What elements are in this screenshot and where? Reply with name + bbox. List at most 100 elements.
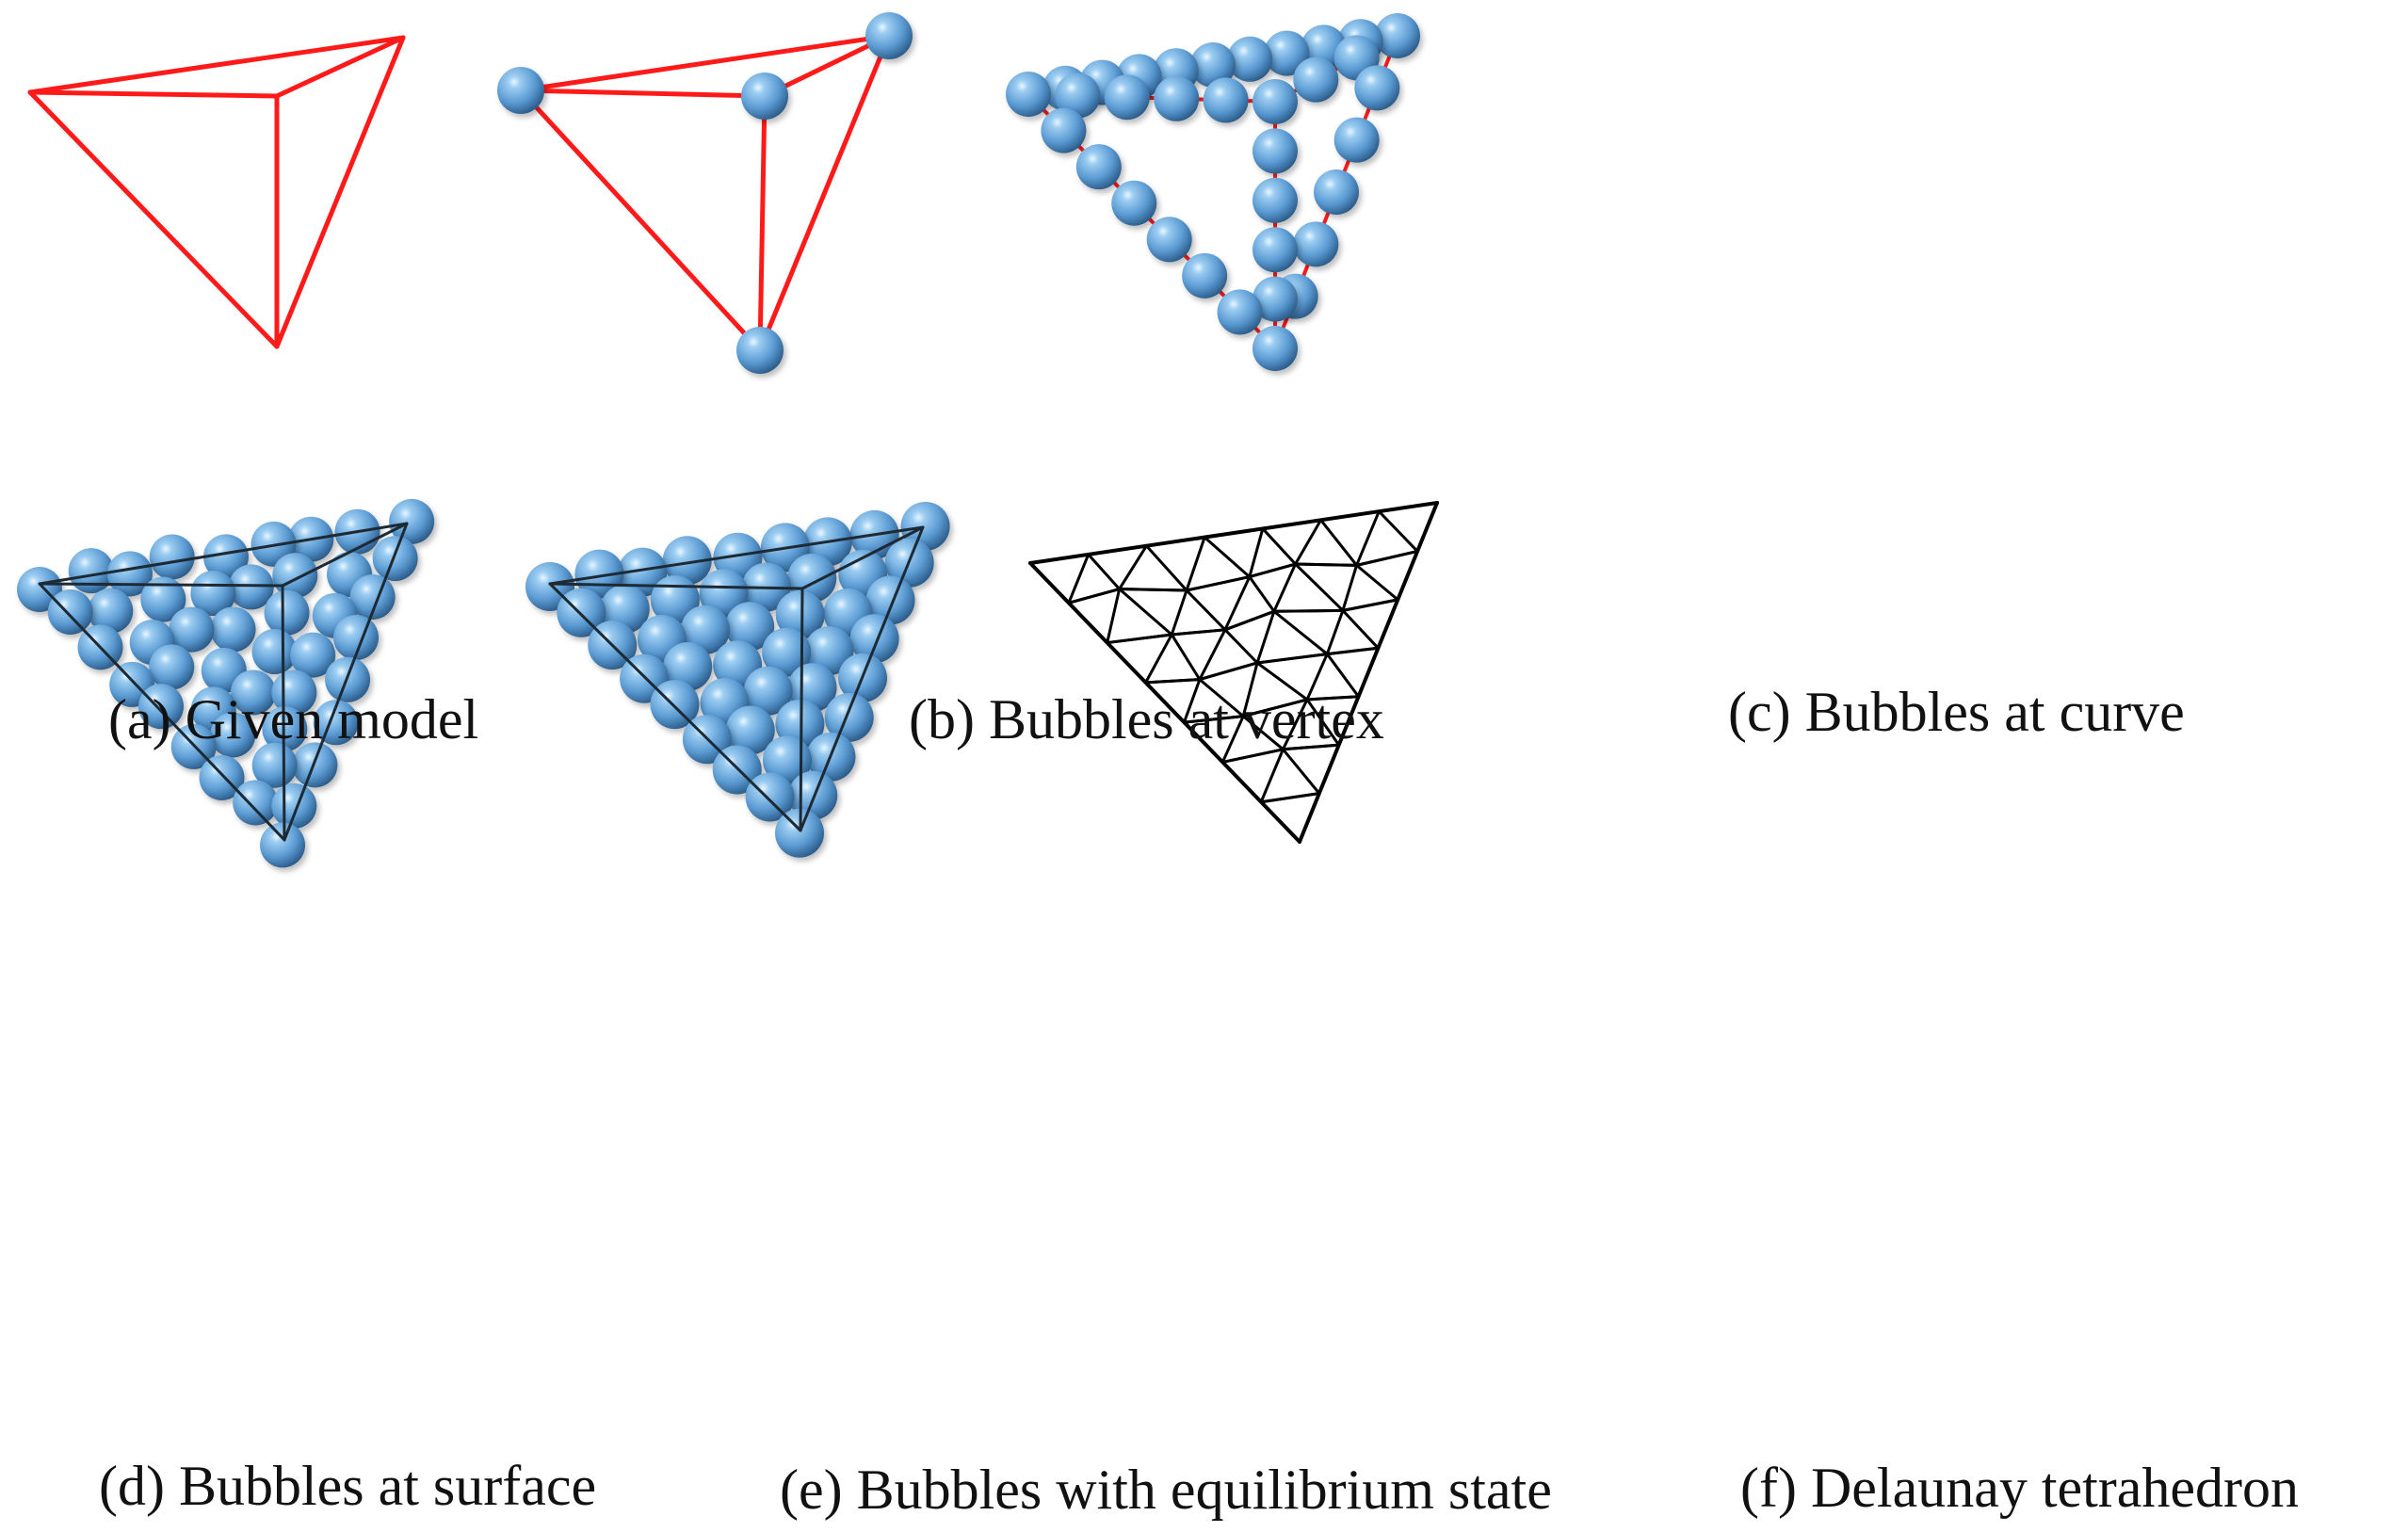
bubble xyxy=(662,536,712,586)
mesh-edge xyxy=(1223,628,1259,665)
bubble xyxy=(804,626,854,676)
bubble xyxy=(1333,117,1380,163)
mesh-edge xyxy=(1106,633,1173,645)
mesh-edge xyxy=(1325,608,1345,656)
mesh-edge xyxy=(1170,633,1202,682)
bubble xyxy=(272,553,318,599)
mesh-edge xyxy=(1248,562,1298,579)
model-edge xyxy=(518,33,892,93)
mesh-edge xyxy=(1067,553,1091,605)
bubble xyxy=(741,73,788,120)
bubble xyxy=(1146,217,1192,263)
mesh-edge xyxy=(1294,562,1345,612)
bubble xyxy=(1252,276,1298,322)
caption-c: (c) Bubbles at curve xyxy=(1728,681,2185,743)
mesh-edge xyxy=(1106,588,1122,645)
bubble xyxy=(762,735,812,785)
mesh-edge xyxy=(1223,575,1252,632)
panel-bubbles-at-vertex xyxy=(497,12,913,374)
mesh-edge xyxy=(1241,698,1309,718)
model-edge xyxy=(518,88,763,353)
mesh-edge xyxy=(1255,653,1329,665)
mesh-edge xyxy=(1305,653,1329,701)
model-edge xyxy=(27,89,280,349)
mesh-edge xyxy=(1118,588,1173,637)
bubble xyxy=(1111,180,1157,226)
bubble xyxy=(88,588,134,634)
panel-bubbles-at-surface xyxy=(17,498,435,868)
bubble xyxy=(1293,56,1339,103)
bubble xyxy=(699,569,749,619)
mesh-edge xyxy=(1028,561,1301,844)
mesh-edge xyxy=(1355,549,1419,567)
bubble xyxy=(849,614,899,664)
mesh-edge xyxy=(1272,608,1345,613)
mesh-edge xyxy=(1241,661,1259,718)
bubble xyxy=(199,754,245,800)
bubble xyxy=(251,742,298,788)
mesh-edge xyxy=(1144,678,1202,685)
panel-bubbles-at-curve xyxy=(1006,13,1420,371)
model-edge xyxy=(757,93,768,353)
mesh-edge xyxy=(1294,518,1323,566)
wire-edge xyxy=(38,582,284,588)
bubble xyxy=(775,589,825,639)
bubble xyxy=(140,576,186,622)
model-edge xyxy=(518,88,768,99)
bubble xyxy=(233,780,279,826)
mesh-edge xyxy=(1259,748,1285,804)
mesh-edge xyxy=(1355,509,1381,567)
bubble xyxy=(743,666,793,716)
mesh-edge xyxy=(1319,518,1359,567)
mesh-edge xyxy=(1241,715,1285,751)
bubble xyxy=(1006,72,1051,117)
mesh-edge xyxy=(1185,575,1252,592)
mesh-edge xyxy=(1341,608,1380,650)
bubble xyxy=(47,589,93,636)
mesh-edge xyxy=(1298,501,1439,844)
mesh-edge xyxy=(1281,748,1321,796)
mesh-edge xyxy=(1223,609,1276,632)
bubble xyxy=(1252,128,1298,174)
bubble xyxy=(149,534,195,580)
bubble xyxy=(1182,252,1228,298)
bubble xyxy=(149,644,195,690)
bubble xyxy=(1227,36,1273,82)
caption-a: (a) Given model xyxy=(108,688,478,750)
bubble xyxy=(775,808,825,858)
model-edge xyxy=(274,35,406,349)
bubble xyxy=(290,632,336,678)
wire-edge xyxy=(548,525,925,586)
bubble xyxy=(680,605,730,654)
bubble xyxy=(900,501,950,551)
bubble xyxy=(251,629,298,675)
bubble xyxy=(1293,221,1339,267)
bubble xyxy=(1314,169,1359,215)
mesh-edge xyxy=(1255,609,1276,665)
bubble xyxy=(1041,107,1087,153)
mesh-edge xyxy=(1203,536,1252,579)
bubble xyxy=(736,327,784,374)
wire-edge xyxy=(799,525,925,832)
wire-edge xyxy=(38,522,409,586)
mesh-edge xyxy=(1185,589,1227,632)
bubble xyxy=(389,498,435,544)
mesh-edge xyxy=(1305,698,1341,747)
mesh-edge xyxy=(1170,589,1188,637)
wire-edge xyxy=(281,584,286,842)
bubble xyxy=(292,742,338,788)
bubble xyxy=(138,684,185,730)
bubble xyxy=(228,564,274,610)
mesh-edge xyxy=(1272,562,1298,613)
mesh-edge xyxy=(1377,509,1419,553)
wire-edge xyxy=(281,522,409,588)
bubble xyxy=(663,641,713,691)
mesh-edge xyxy=(1341,563,1359,612)
mesh-edge xyxy=(1220,748,1285,764)
bubble xyxy=(725,602,775,652)
caption-f: (f) Delaunay tetrahedron xyxy=(1740,1457,2299,1519)
bubble xyxy=(1264,30,1310,76)
mesh-edge xyxy=(1261,526,1298,566)
bubble xyxy=(824,692,874,742)
wire-edge xyxy=(800,525,925,590)
